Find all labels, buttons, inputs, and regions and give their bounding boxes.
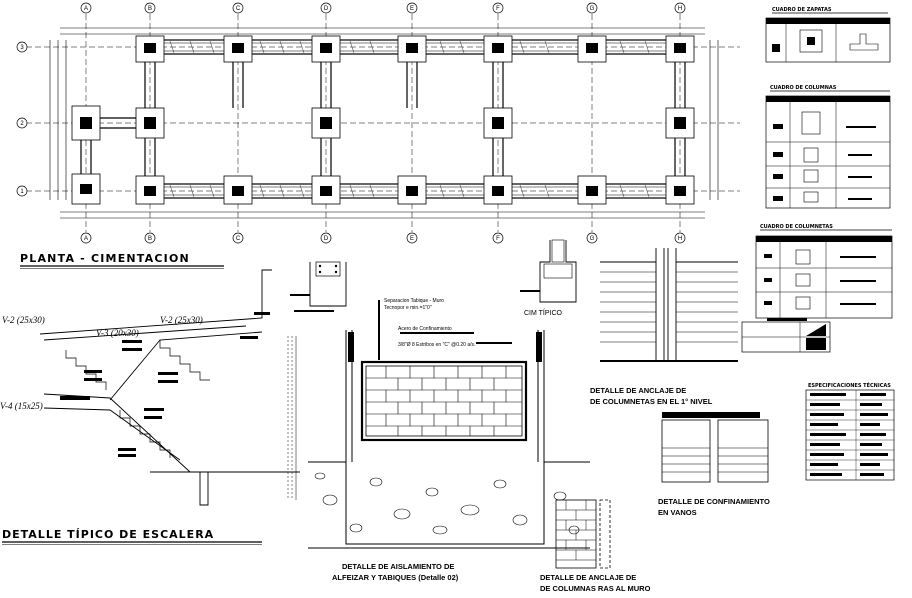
insulation-detail: Separacion Tabique - Muro Tecnopor e min… <box>308 298 590 582</box>
columns <box>80 43 686 196</box>
stair-beam-v3: V-3 (20x30) <box>96 328 139 338</box>
anchor-columnetas-title-line1: DETALLE DE ANCLAJE DE <box>590 386 686 395</box>
grid-row-2: 2 <box>20 121 24 127</box>
confinement-detail: DETALLE DE CONFINAMIENTO EN VANOS <box>658 412 770 517</box>
anchor-wall-title-line2: DE COLUMNAS RAS AL MURO <box>540 584 651 593</box>
foundation-plan: A B C D E F G H A B C D E F G H 3 2 1 P <box>16 2 740 269</box>
cim-detail-typical: CIM TÍPICO <box>520 239 577 317</box>
grid-col-a-bottom: A <box>84 236 88 242</box>
grid-col-a: A <box>84 6 88 12</box>
columns-table: CUADRO DE COLUMNAS <box>765 85 891 209</box>
grid-col-d: D <box>324 6 329 12</box>
grid-lines <box>26 14 740 232</box>
grid-bubbles: A B C D E F G H A B C D E F G H 3 2 1 <box>16 2 686 244</box>
anchor-wall-detail: DETALLE DE ANCLAJE DE DE COLUMNAS RAS AL… <box>540 499 651 593</box>
footings-table-title: CUADRO DE ZAPATAS <box>772 7 832 13</box>
columnetas-table: CUADRO DE COLUMNETAS <box>755 224 893 319</box>
grid-col-c-bottom: C <box>236 236 241 242</box>
legend-box <box>741 318 831 353</box>
grid-col-f-bottom: F <box>496 236 500 242</box>
specs-table-title: ESPECIFICACIONES TÉCNICAS <box>808 381 891 389</box>
grid-col-h: H <box>678 6 682 12</box>
anchor-columnetas-detail: DETALLE DE ANCLAJE DE DE COLUMNETAS EN E… <box>590 248 738 406</box>
stair-beam-v2-right: V-2 (25x30) <box>160 315 203 325</box>
stair-beam-v2-left: V-2 (25x30) <box>2 315 45 325</box>
stair-title: DETALLE TÍPICO DE ESCALERA <box>2 528 214 541</box>
foundation-beams <box>80 39 693 199</box>
tabique-note-line2: Tecnopor e min.=1"0" <box>384 305 432 311</box>
grid-col-e-bottom: E <box>410 236 414 242</box>
grid-col-g: G <box>590 6 595 12</box>
tabique-note-line1: Separacion Tabique - Muro <box>384 298 444 304</box>
cim-detail-left <box>290 261 347 312</box>
confinement-brick-hatch <box>662 447 768 473</box>
brick-hatch <box>366 366 522 436</box>
anchor-wall-title-line1: DETALLE DE ANCLAJE DE <box>540 573 636 582</box>
plan-title: PLANTA - CIMENTACION <box>20 252 190 265</box>
dimension-lines <box>49 27 719 219</box>
grid-col-f: F <box>496 6 500 12</box>
grid-col-b: B <box>148 6 152 12</box>
specs-table: ESPECIFICACIONES TÉCNICAS <box>805 381 895 481</box>
stair-detail: V-2 (25x30) V-2 (25x30) V-3 (20x30) V-4 … <box>0 269 300 545</box>
insulation-title-line2: ALFEIZAR Y TABIQUES (Detalle 02) <box>332 573 459 582</box>
wall-frame <box>360 360 528 442</box>
grid-col-c: C <box>236 6 241 12</box>
stair-beam-v4: V-4 (15x25) <box>0 401 43 411</box>
confinement-title-line2: EN VANOS <box>658 508 697 517</box>
grid-col-h-bottom: H <box>678 236 682 242</box>
footings-table: CUADRO DE ZAPATAS <box>765 7 891 63</box>
cim-typical-label: CIM TÍPICO <box>524 308 563 317</box>
confinement-note-line1: Acero de Confinamiento <box>398 326 452 332</box>
footings <box>71 35 695 205</box>
confinement-note-line2: 3/8"Ø 8 Estribos en "C" @0.20 a/s. <box>398 342 475 348</box>
confinement-title-line1: DETALLE DE CONFINAMIENTO <box>658 497 770 506</box>
anchor-wall-hatch <box>556 500 596 561</box>
beam-ticks <box>169 40 650 198</box>
anchor-columnetas-title-line2: DE COLUMNETAS EN EL 1° NIVEL <box>590 397 713 406</box>
grid-col-e: E <box>410 6 414 12</box>
stone-fill <box>314 472 580 535</box>
insulation-title-line1: DETALLE DE AISLAMIENTO DE <box>342 562 454 571</box>
grid-col-g-bottom: G <box>590 236 595 242</box>
columns-table-title: CUADRO DE COLUMNAS <box>770 85 837 91</box>
grid-col-b-bottom: B <box>148 236 152 242</box>
columnetas-table-title: CUADRO DE COLUMNETAS <box>760 224 833 230</box>
grid-row-1: 1 <box>20 189 24 195</box>
grid-row-3: 3 <box>20 45 24 51</box>
grid-col-d-bottom: D <box>324 236 329 242</box>
anchor-brick-hatch <box>600 271 738 343</box>
